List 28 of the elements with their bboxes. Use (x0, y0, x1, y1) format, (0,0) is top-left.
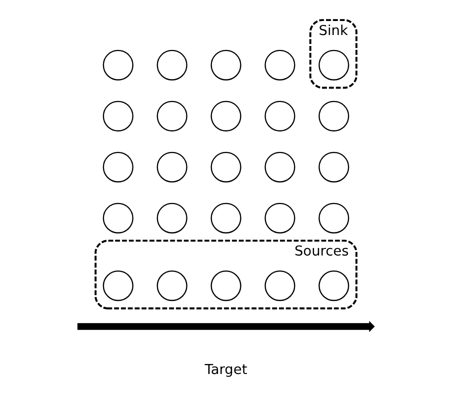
node-circle (210, 100, 241, 132)
node-circle (264, 100, 295, 132)
node-circle (210, 202, 241, 234)
node-circle (264, 270, 295, 302)
node-circle (102, 100, 133, 132)
node-circle (210, 50, 241, 80)
node-circle (210, 152, 241, 182)
label: Target (204, 362, 247, 378)
node-circle (318, 50, 349, 80)
node-circle (156, 152, 187, 182)
node-circle (156, 100, 187, 132)
node-circle (156, 202, 187, 234)
node-circle (102, 50, 133, 80)
node-circle (264, 152, 295, 182)
node-circle (210, 270, 241, 302)
node-circle (318, 100, 349, 132)
node-circle (156, 270, 187, 302)
node-circle (318, 270, 349, 302)
node-circle (102, 202, 133, 234)
node-circle (318, 202, 349, 234)
node-circle (156, 50, 187, 80)
node-circle (102, 270, 133, 302)
cluster: Sink (308, 19, 357, 89)
node-circle (318, 152, 349, 182)
cluster: Sources (94, 240, 357, 310)
node-circle (264, 202, 295, 234)
node-circle (102, 152, 133, 182)
node-circle (264, 50, 295, 80)
